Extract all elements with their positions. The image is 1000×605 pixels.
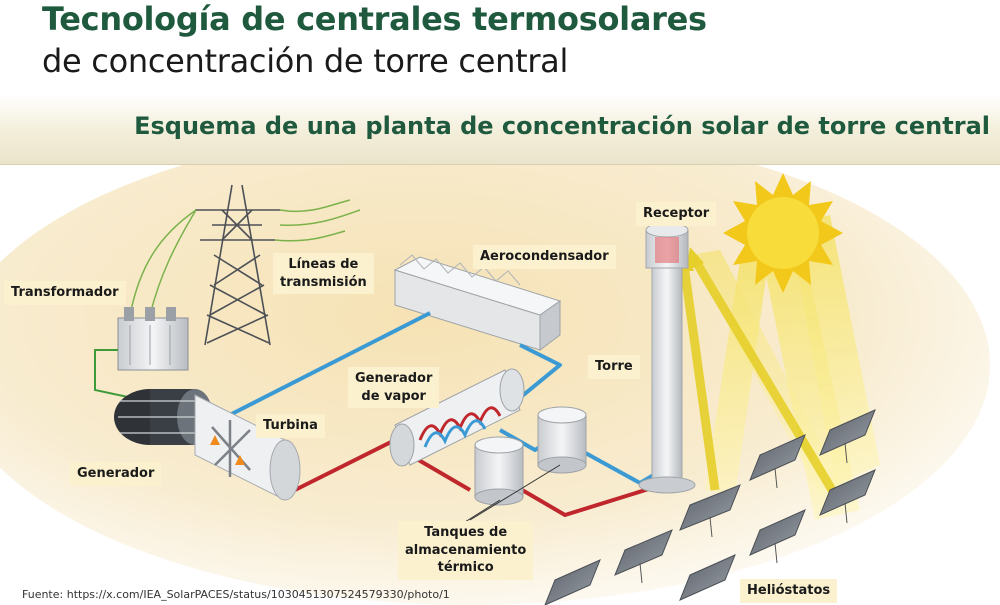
heliostat [819, 409, 876, 464]
label-generador-vapor: Generador de vapor [348, 367, 440, 409]
page-subtitle: de concentración de torre central [42, 42, 569, 80]
label-lineas-transmision: Líneas de transmisión [273, 253, 374, 295]
heliostat [819, 469, 876, 524]
steam-generator [389, 368, 525, 467]
heliostat [679, 484, 741, 538]
heliostat [749, 509, 806, 564]
transformer-cable [94, 349, 129, 398]
heliostats [544, 409, 876, 605]
transmission-tower [195, 184, 280, 346]
label-aerocondensador: Aerocondensador [473, 245, 616, 269]
label-transformador: Transformador [4, 281, 126, 305]
source-citation: Fuente: https://x.com/IEA_SolarPACES/sta… [22, 588, 450, 601]
page-title: Tecnología de centrales termosolares [42, 0, 707, 38]
reflection-arrows [679, 257, 839, 498]
aerocondenser [393, 254, 562, 351]
label-tanques: Tanques de almacenamiento térmico [398, 521, 534, 580]
label-generador: Generador [70, 462, 162, 486]
cold-storage-tank [537, 406, 587, 474]
label-torre: Torre [588, 355, 640, 379]
heliostat [679, 554, 736, 601]
heliostat [544, 559, 601, 605]
turbine [194, 394, 301, 501]
sun-icon [723, 173, 843, 293]
solar-tower [638, 222, 696, 494]
section-title: Esquema de una planta de concentración s… [134, 112, 990, 140]
power-lines [129, 199, 361, 316]
label-receptor: Receptor [636, 202, 717, 226]
heliostat [614, 529, 673, 584]
transformer [117, 307, 189, 371]
label-turbina: Turbina [256, 414, 325, 438]
label-heliostatos: Helióstatos [740, 579, 838, 603]
hot-storage-tank [474, 436, 524, 506]
heliostat [749, 434, 806, 489]
plant-diagram [0, 165, 990, 605]
